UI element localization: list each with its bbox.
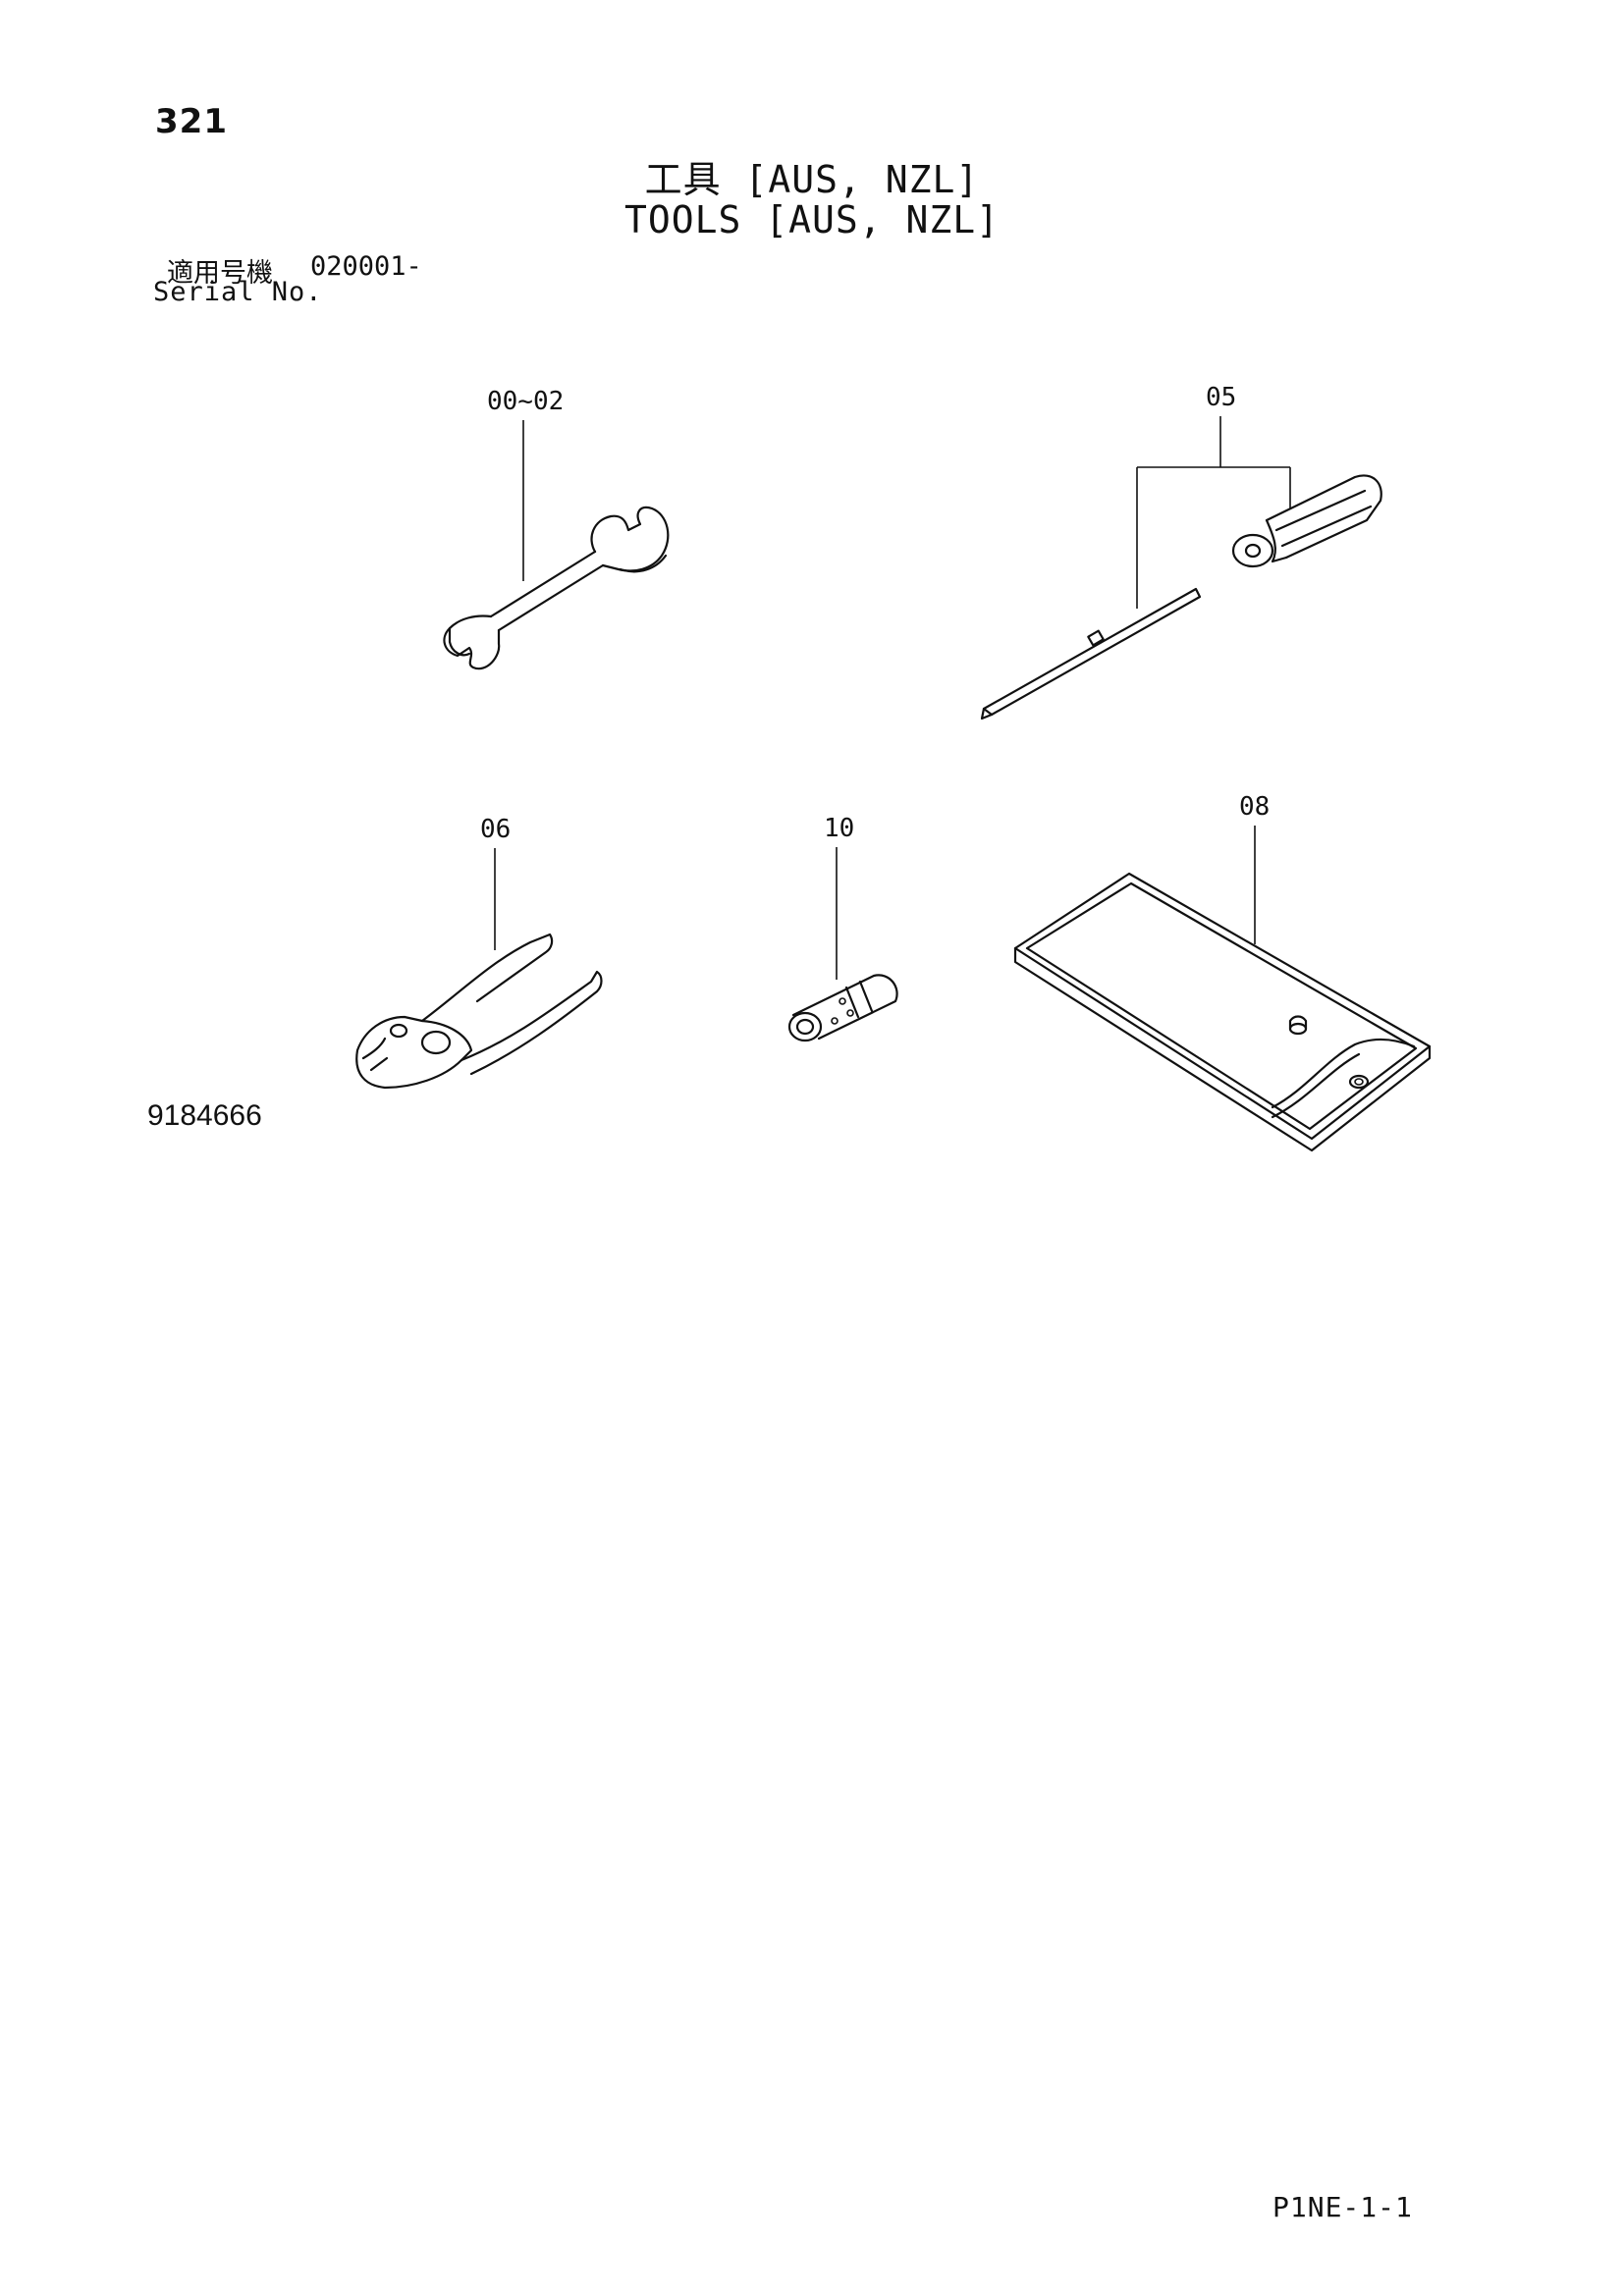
page-title-english: TOOLS [AUS, NZL] bbox=[623, 198, 1001, 241]
tool-bag-part[interactable]: 08 bbox=[1013, 792, 1432, 1152]
serial-number-value: 020001- bbox=[310, 251, 422, 282]
callout-socket: 10 bbox=[824, 814, 854, 843]
wrench-part[interactable]: 00~02 bbox=[443, 387, 670, 670]
callout-wrench: 00~02 bbox=[487, 387, 564, 416]
page-code: P1NE-1-1 bbox=[1272, 2191, 1413, 2223]
screwdriver-part[interactable]: 05 bbox=[980, 383, 1382, 721]
callout-tool-bag: 08 bbox=[1239, 792, 1270, 822]
callout-screwdriver: 05 bbox=[1206, 383, 1236, 412]
drawing-number: 9184666 bbox=[147, 1099, 262, 1132]
serial-label-japanese: 適用号機 bbox=[167, 258, 273, 289]
socket-part[interactable]: 10 bbox=[787, 814, 898, 1042]
page-number: 321 bbox=[155, 102, 228, 141]
page-title-japanese: 工具 [AUS, NZL] bbox=[644, 158, 980, 201]
callout-pliers: 06 bbox=[480, 815, 511, 844]
pliers-part[interactable]: 06 bbox=[355, 815, 603, 1090]
serial-label-english: Serial No. bbox=[153, 277, 323, 307]
